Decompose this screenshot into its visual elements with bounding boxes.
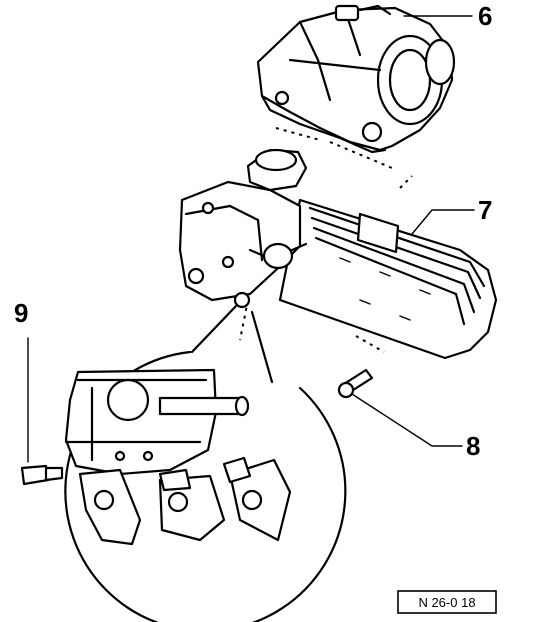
leader-line-8: [351, 393, 463, 447]
part-6-upper-housing: [256, 4, 456, 154]
figure-id-box: N 26-0 18: [397, 590, 497, 614]
callout-8: 8: [466, 431, 480, 461]
leader-lines: [27, 15, 475, 463]
alignment-lines-upper: [239, 127, 413, 353]
detail-valve-housing: [64, 368, 292, 546]
part-7-egr-cooler: [178, 148, 498, 360]
figure-id-label: N 26-0 18: [418, 595, 475, 610]
part-9-bolt: [20, 464, 64, 486]
leader-line-7: [411, 209, 475, 235]
callout-9: 9: [14, 298, 28, 328]
callout-6: 6: [478, 1, 492, 31]
callout-7: 7: [478, 195, 492, 225]
part-8-bolt: [337, 368, 374, 399]
